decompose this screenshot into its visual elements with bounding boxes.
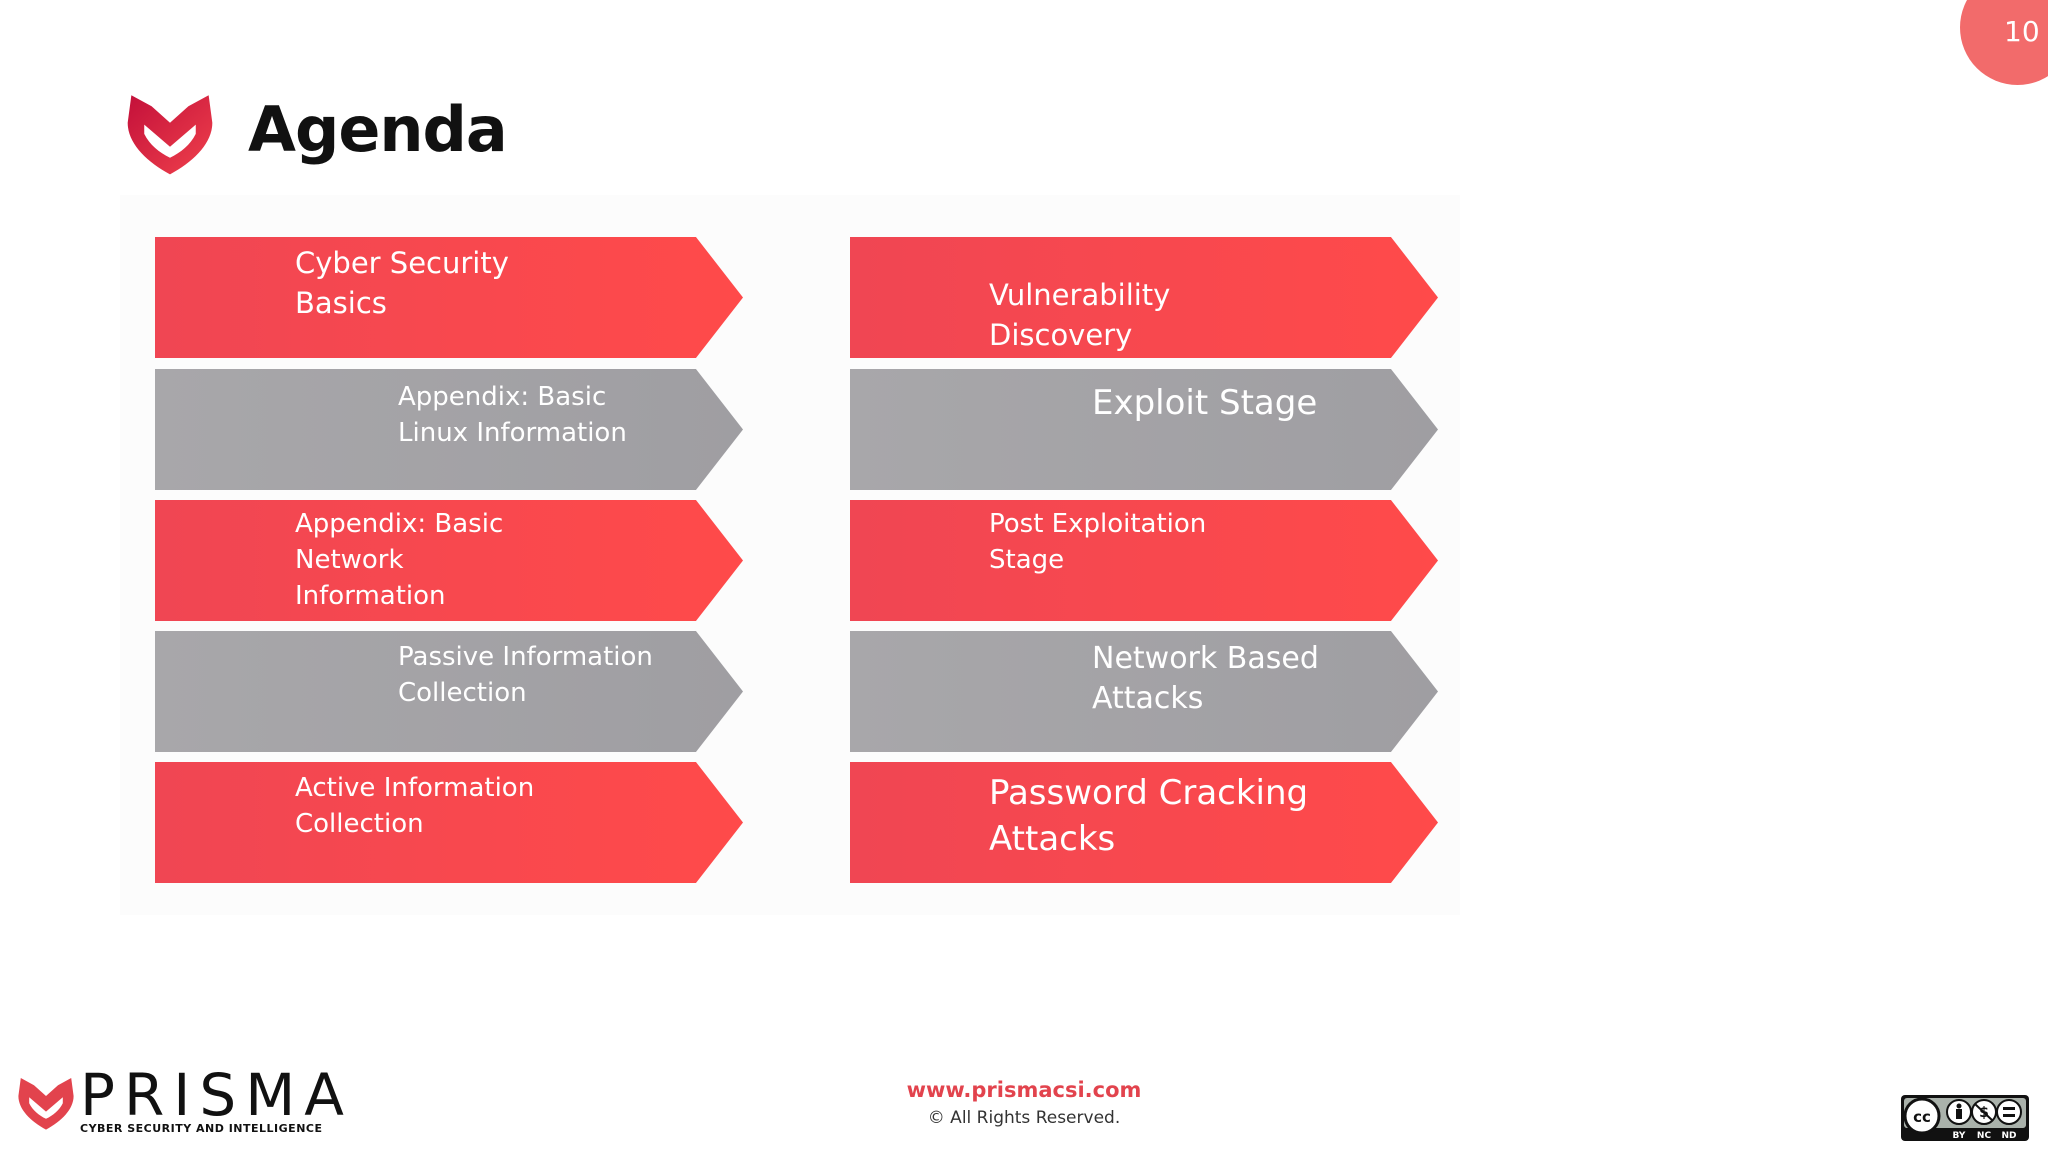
- footer-url[interactable]: www.prismacsi.com: [906, 1078, 1142, 1102]
- license-term-nc: NC: [1977, 1131, 1992, 1141]
- slide-number-badge: 10: [1960, 0, 2048, 85]
- license-term-by: BY: [1953, 1131, 1966, 1141]
- svg-text:cc: cc: [1913, 1108, 1931, 1126]
- agenda-item-passive-info: Passive Information Collection: [155, 631, 743, 752]
- footer-rights: © All Rights Reserved.: [927, 1108, 1121, 1128]
- agenda-item-vulnerability-discovery: Vulnerability Discovery: [850, 237, 1438, 358]
- agenda-item-label: Cyber Security Basics: [295, 246, 509, 320]
- agenda-item-label: Appendix: Basic Network Information: [295, 509, 504, 611]
- prisma-heart-logo-icon: [127, 95, 213, 175]
- agenda-item-active-info: Active Information Collection: [155, 762, 743, 883]
- agenda-item-label: Exploit Stage: [1092, 383, 1318, 423]
- agenda-item-label: Post Exploitation Stage: [989, 509, 1207, 575]
- agenda-item-label: Vulnerability Discovery: [989, 278, 1171, 352]
- page-title: Agenda: [248, 93, 508, 166]
- agenda-item-label: Appendix: Basic Linux Information: [398, 382, 627, 448]
- agenda-item-label: Password Cracking Attacks: [989, 773, 1309, 859]
- agenda-item-appendix-network: Appendix: Basic Network Information: [155, 500, 743, 621]
- agenda-item-post-exploitation: Post Exploitation Stage: [850, 500, 1438, 621]
- agenda-item-label: Active Information Collection: [295, 773, 535, 839]
- creative-commons-icon: cc $ BY NC ND: [1901, 1095, 2029, 1141]
- agenda-item-label: Network Based Attacks: [1092, 641, 1319, 716]
- agenda-item-network-attacks: Network Based Attacks: [850, 631, 1438, 752]
- footer-brand: PRISMA: [80, 1061, 353, 1129]
- license-term-nd: ND: [2001, 1131, 2016, 1141]
- agenda-item-exploit-stage: Exploit Stage: [850, 369, 1438, 490]
- agenda-item-label: Passive Information Collection: [398, 642, 653, 708]
- agenda-item-appendix-linux: Appendix: Basic Linux Information: [155, 369, 743, 490]
- footer-tagline: CYBER SECURITY AND INTELLIGENCE: [80, 1122, 323, 1135]
- agenda-item-cyber-security-basics: Cyber Security Basics: [155, 237, 743, 358]
- prisma-heart-logo-icon: [18, 1078, 74, 1130]
- agenda-item-password-cracking: Password Cracking Attacks: [850, 762, 1438, 883]
- slide-number: 10: [2004, 15, 2040, 48]
